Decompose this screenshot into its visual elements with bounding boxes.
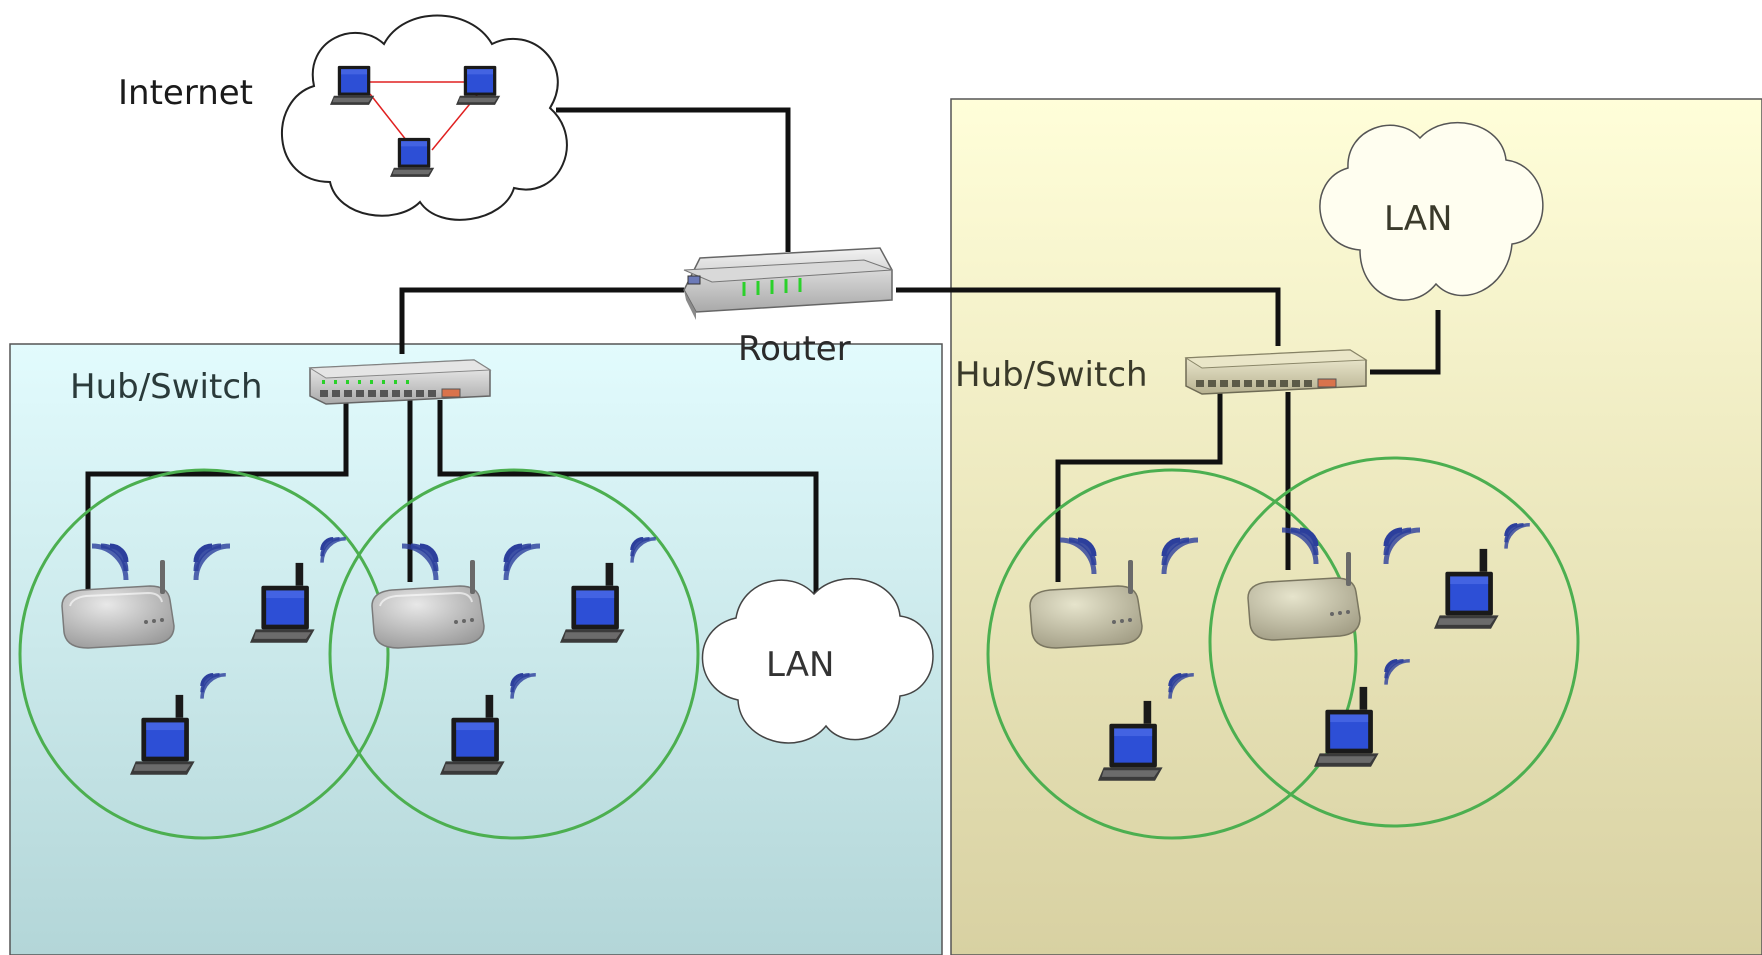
router-label: Router [738,329,851,369]
hub-switch-label: Hub/Switch [955,355,1148,395]
router-icon [683,247,893,320]
cables [85,107,1441,596]
lan-cloud [1319,122,1544,301]
internet-label: Internet [118,73,253,113]
lan-label: LAN [1384,199,1452,239]
internet-cloud [281,14,568,221]
coverage-areas [18,456,1580,840]
lan-label: LAN [766,645,834,685]
switch-icon [308,359,492,405]
lan-cloud [701,578,934,744]
switch-icon [1184,349,1368,395]
hub-switch-label: Hub/Switch [70,367,263,407]
